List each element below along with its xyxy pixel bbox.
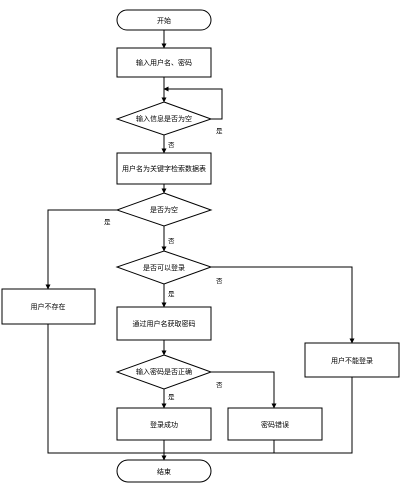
can-login-yes-label: 是 (168, 290, 175, 298)
end-label: 结束 (157, 467, 171, 476)
pwd-correct-decision: 输入密码是否正确 (115, 354, 213, 390)
edge-labels: 是 否 是 否 否 是 否 是 (104, 127, 223, 401)
is-null-decision: 是否为空 (115, 192, 213, 227)
not-exist-label: 用户不存在 (31, 302, 66, 311)
pwd-correct-yes-label: 是 (168, 393, 175, 401)
edge-check-loop-yes (163, 86, 223, 120)
can-login-decision: 是否可以登录 (115, 250, 213, 285)
search-process: 用户名为关键字检索数据表 (116, 152, 212, 185)
can-login-no-label: 否 (216, 277, 223, 285)
check-empty-yes-label: 是 (216, 127, 223, 135)
pwd-error-process: 密码错误 (227, 407, 323, 441)
success-label: 登录成功 (150, 420, 178, 429)
cannot-login-label: 用户不能登录 (331, 356, 373, 365)
edge-cannot-bottom (274, 377, 353, 454)
check-empty-no-label: 否 (168, 141, 175, 149)
is-null-label: 是否为空 (150, 205, 178, 214)
cannot-login-process: 用户不能登录 (304, 342, 400, 378)
connectors (45, 30, 355, 461)
success-process: 登录成功 (116, 407, 212, 441)
get-pwd-process: 通过用户名获取密码 (116, 306, 212, 341)
is-null-yes-label: 是 (104, 218, 111, 226)
edge-isnull-notexist (45, 209, 117, 290)
pwd-correct-no-label: 否 (216, 381, 223, 389)
edge-canlogin-cannot (211, 266, 355, 344)
pwd-correct-label: 输入密码是否正确 (136, 367, 192, 376)
check-empty-label: 输入信息是否为空 (136, 114, 192, 123)
edge-notexist-bottom (47, 324, 164, 454)
edge-pwdcheck-error (211, 371, 277, 409)
input-label: 输入用户名、密码 (136, 58, 192, 67)
search-label: 用户名为关键字检索数据表 (122, 164, 206, 173)
can-login-label: 是否可以登录 (143, 263, 185, 272)
end-terminal: 结束 (116, 459, 212, 483)
is-null-no-label: 否 (168, 237, 175, 245)
get-pwd-label: 通过用户名获取密码 (133, 319, 196, 328)
pwd-error-label: 密码错误 (261, 420, 289, 429)
start-label: 开始 (157, 16, 171, 25)
start-terminal: 开始 (116, 9, 212, 31)
not-exist-process: 用户不存在 (1, 288, 96, 325)
input-process: 输入用户名、密码 (116, 47, 212, 78)
check-empty-decision: 输入信息是否为空 (115, 101, 213, 136)
edge-error-bottom (164, 440, 275, 454)
